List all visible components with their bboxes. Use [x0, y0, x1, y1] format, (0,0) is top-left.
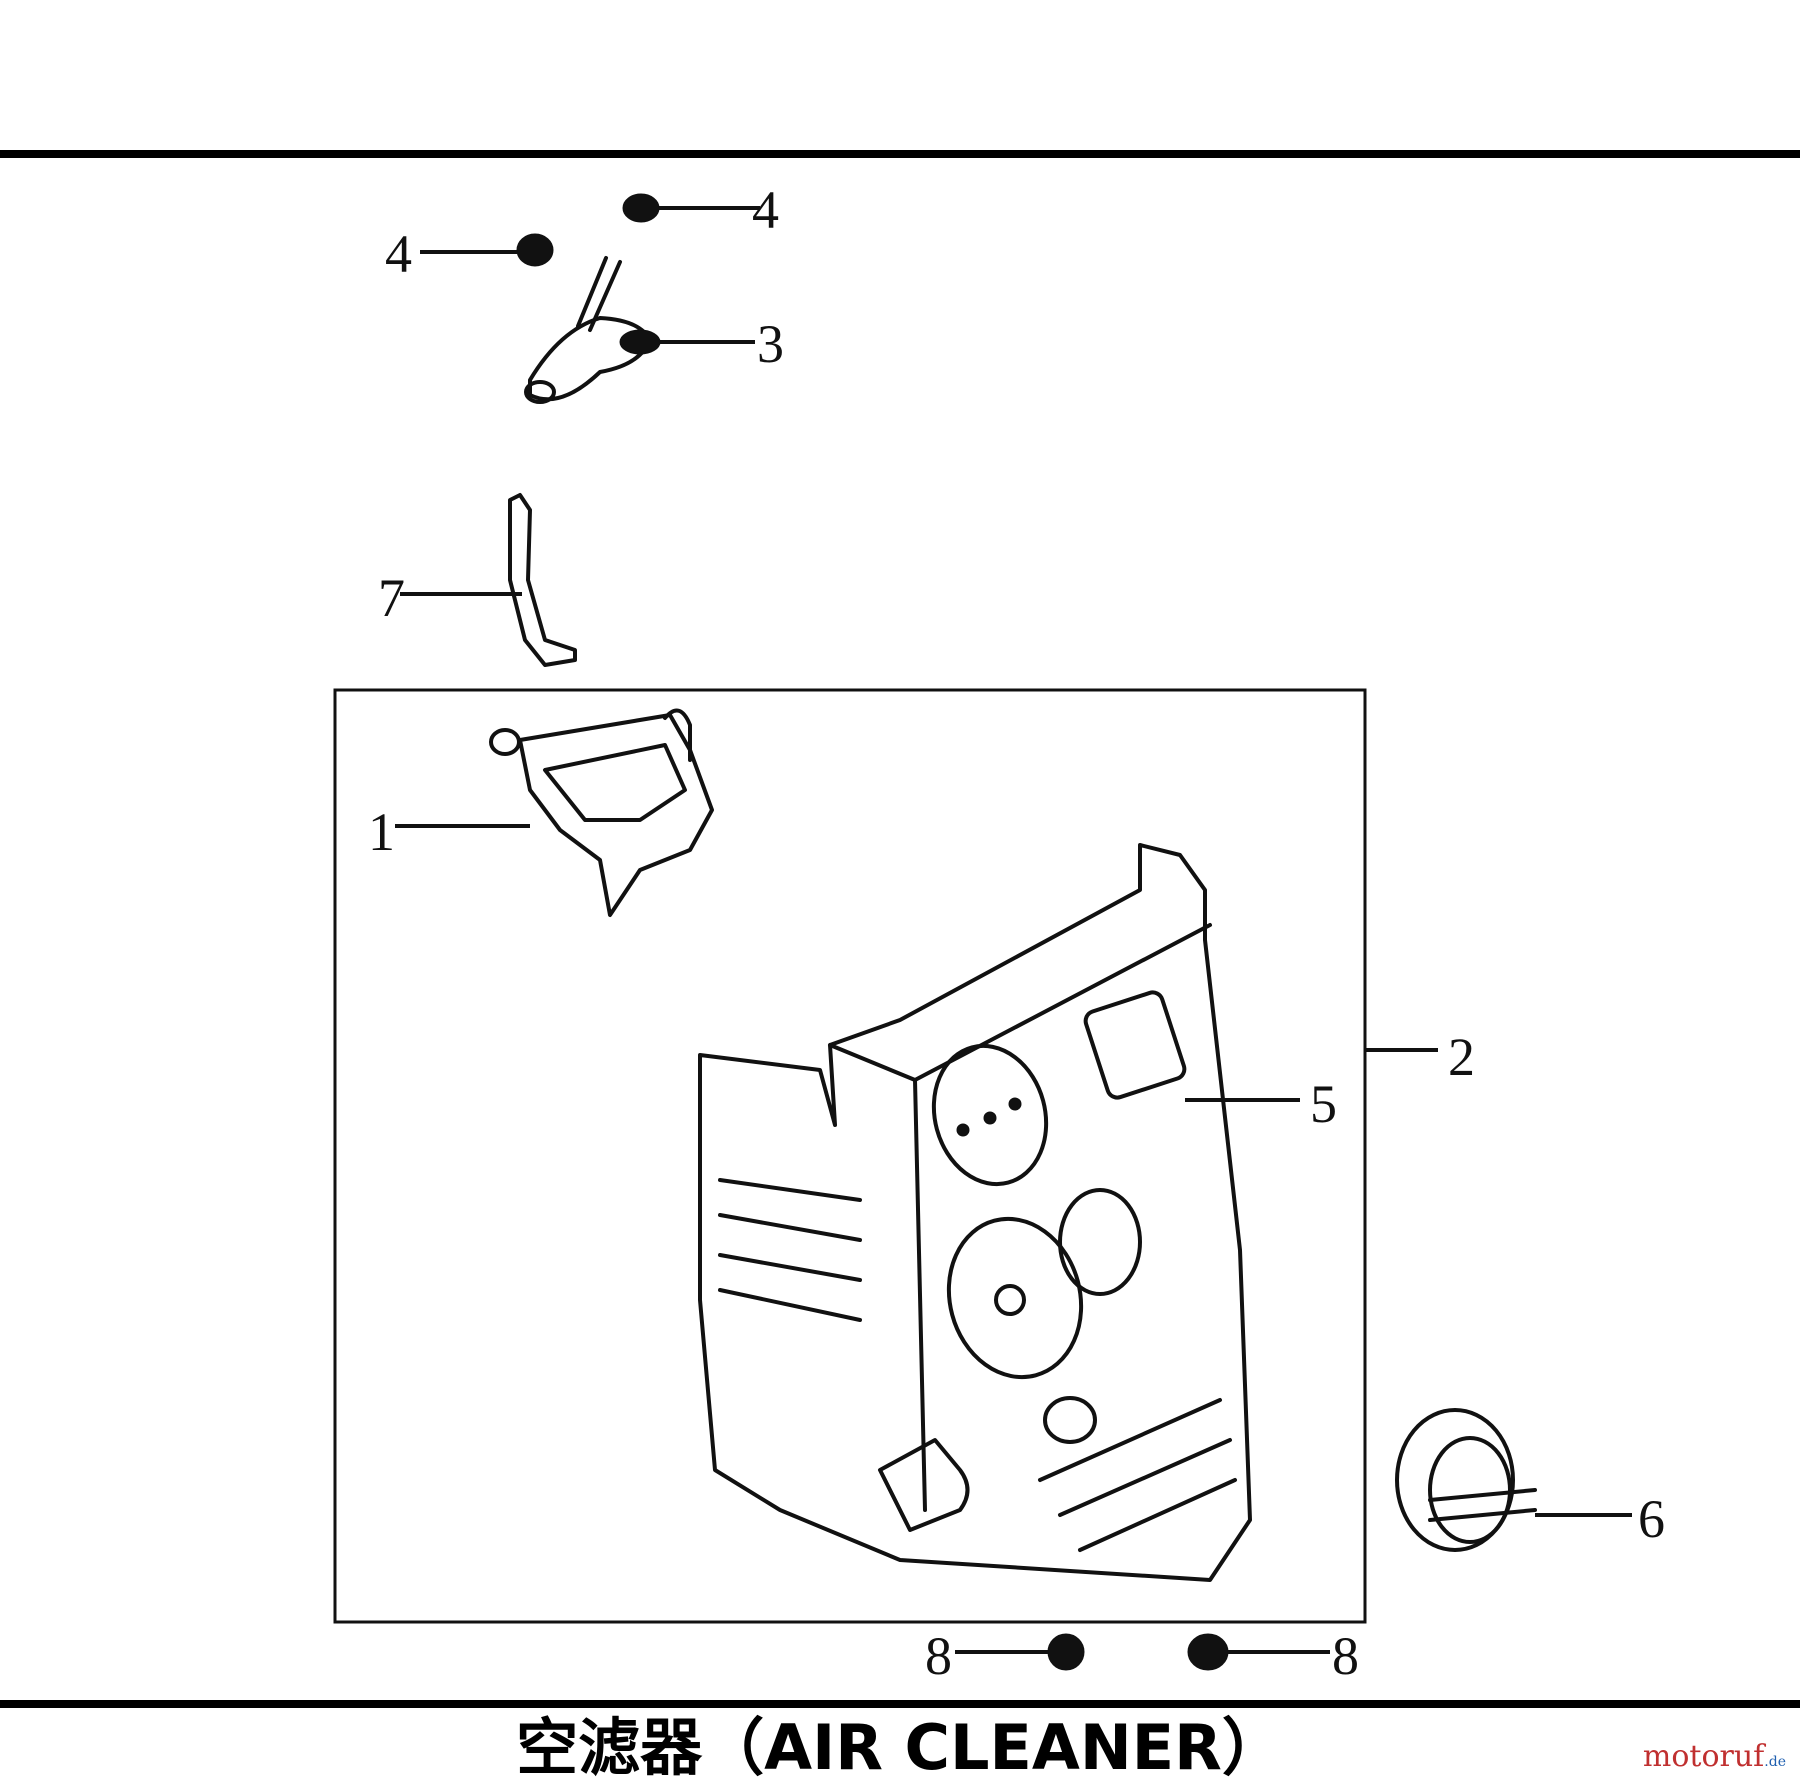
part-2-housing	[698, 843, 1438, 1582]
callout-3: 3	[757, 314, 784, 374]
callout-7: 7	[378, 568, 405, 628]
assembly-group-box	[333, 688, 1367, 1624]
watermark-main: motoruf	[1642, 1739, 1765, 1774]
watermark-logo: motoruf.de	[1643, 1739, 1786, 1774]
callout-2: 2	[1448, 1027, 1475, 1087]
top-rule	[0, 150, 1800, 158]
callout-4-top: 4	[752, 180, 779, 240]
part-7-rod	[400, 493, 577, 667]
diagram-caption: 空滤器（AIR CLEANER）	[516, 1711, 1284, 1784]
callout-8-left: 8	[925, 1626, 952, 1686]
part-4-nut-top	[622, 193, 760, 223]
part-3-bracket	[524, 256, 755, 404]
part-4-nut-left	[420, 233, 554, 267]
watermark-suffix: .de	[1764, 1754, 1786, 1770]
callout-4-left: 4	[385, 224, 412, 284]
part-8-nut-right	[1187, 1633, 1330, 1671]
part-1-clamp	[395, 708, 714, 917]
part-6-cap	[1395, 1408, 1632, 1552]
callout-6: 6	[1638, 1489, 1665, 1549]
callout-5: 5	[1310, 1074, 1337, 1134]
part-8-nut-left	[955, 1633, 1085, 1671]
callout-8-right: 8	[1332, 1626, 1359, 1686]
callout-1: 1	[368, 802, 395, 862]
bottom-rule	[0, 1700, 1800, 1708]
